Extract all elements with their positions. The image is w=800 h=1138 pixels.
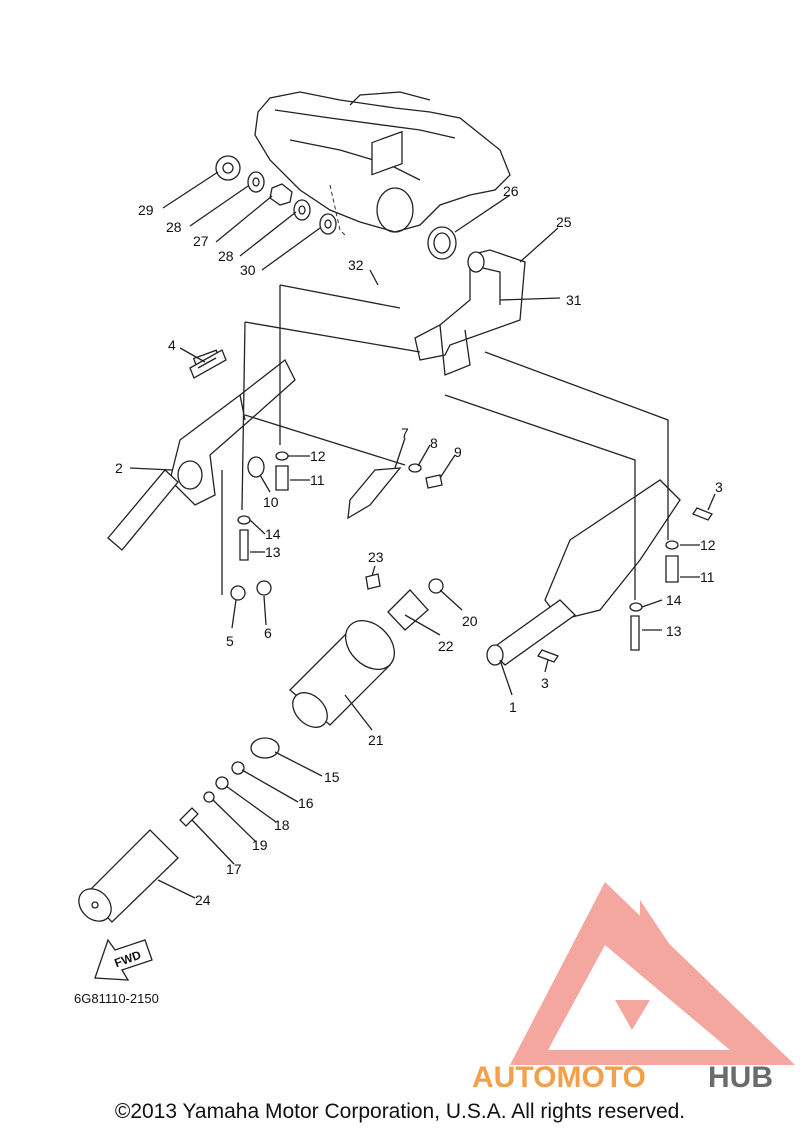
part-label: 14	[666, 592, 682, 608]
part-label: 11	[310, 472, 325, 488]
diagram-code: 6G81110-2150	[74, 991, 159, 1006]
part-label: 5	[226, 633, 234, 649]
parts-26-30	[215, 155, 457, 260]
part-label: 15	[324, 769, 340, 785]
part-label: 25	[556, 214, 572, 230]
part-label: 16	[298, 795, 314, 811]
part-label: 30	[240, 262, 256, 278]
part-label: 23	[368, 549, 384, 565]
part-label: 26	[503, 183, 519, 199]
steering-bracket	[371, 130, 526, 376]
handle-grip-assembly	[78, 589, 429, 923]
part-label: 13	[265, 544, 281, 560]
part-label: 22	[438, 638, 454, 654]
part-label: 31	[566, 292, 582, 308]
part-label: 18	[274, 817, 290, 833]
tiller-bracket	[107, 349, 296, 551]
part-label: 17	[226, 861, 242, 877]
fwd-arrow-icon	[94, 938, 153, 981]
part-label: 4	[168, 337, 176, 353]
part-label: 28	[166, 219, 182, 235]
part-label: 20	[462, 613, 478, 629]
part-label: 28	[218, 248, 234, 264]
leader-lines	[129, 171, 716, 899]
part-label: 8	[430, 435, 438, 451]
engine-housing-outline	[254, 91, 511, 236]
part-label: 32	[348, 257, 364, 273]
part-label: 29	[138, 202, 154, 218]
part-label: 11	[700, 569, 715, 585]
part-label: 12	[700, 537, 716, 553]
assembly-guides	[221, 284, 669, 600]
part-label: 1	[509, 699, 517, 715]
watermark-logo-icon	[510, 882, 795, 1065]
brand-text-secondary: HUB	[708, 1061, 773, 1094]
part-label: 10	[263, 494, 279, 510]
part-label: 7	[401, 425, 409, 441]
part-label: 3	[541, 675, 549, 691]
part-label: 13	[666, 623, 682, 639]
steering-arm	[486, 479, 681, 666]
part-label: 2	[115, 460, 123, 476]
part-label: 24	[195, 892, 211, 908]
fasteners	[230, 451, 713, 663]
part-label: 6	[264, 625, 272, 641]
part-label: 9	[454, 444, 462, 460]
part-label: 21	[368, 732, 384, 748]
decal-4-icon	[189, 349, 227, 379]
brand-text-primary: AUTOMOTO	[472, 1061, 646, 1094]
part-label: 14	[265, 526, 281, 542]
part-label: 12	[310, 448, 326, 464]
part-label: 3	[715, 479, 723, 495]
part-label: 19	[252, 837, 268, 853]
part-labels: 1 2 3 3 4 5 6 7 8 9 10 11 11 12 12 13 13…	[115, 183, 723, 908]
copyright-notice: ©2013 Yamaha Motor Corporation, U.S.A. A…	[114, 1100, 686, 1123]
part-label: 27	[193, 233, 209, 249]
